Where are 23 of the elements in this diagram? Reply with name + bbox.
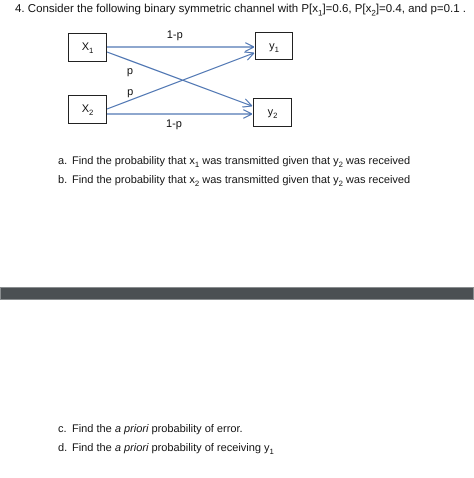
question-text: Find the a priori probability of receiving y$_{1}$ <box>72 442 274 456</box>
arrow <box>107 108 253 120</box>
symbol-label: y$_{1}$ <box>269 40 279 52</box>
edge-label: 1-p <box>165 118 183 130</box>
edge-label: 1-p <box>166 29 184 42</box>
symbol-box <box>253 98 292 127</box>
symbol-label: y$_{2}$ <box>268 107 278 118</box>
arrow <box>107 42 255 52</box>
divider-bar <box>0 287 474 300</box>
list-marker: a. <box>58 155 68 168</box>
question-text: Find the probability that x$_{1}$ was transmitted given that y$_{2}$ was received <box>72 155 410 168</box>
question-text: Find the a priori probability of error. <box>72 423 243 436</box>
symbol-label: X$_{2}$ <box>82 104 94 115</box>
list-marker: b. <box>58 174 68 188</box>
question-text: 4. Consider the following binary symmetric channel with P[x$_{1}$]=0.6, P[x$_{2}$]=0.4, and p=0.1 . <box>15 3 466 17</box>
symbol-box <box>68 33 107 62</box>
edge-label: p <box>126 65 134 78</box>
list-marker: d. <box>58 442 68 456</box>
list-marker: c. <box>58 423 67 436</box>
symbol-box <box>255 32 293 60</box>
question-text: Find the probability that x$_{2}$ was transmitted given that y$_{2}$ was received <box>72 174 410 188</box>
symbol-box <box>68 95 107 124</box>
symbol-label: X$_{1}$ <box>82 42 94 53</box>
